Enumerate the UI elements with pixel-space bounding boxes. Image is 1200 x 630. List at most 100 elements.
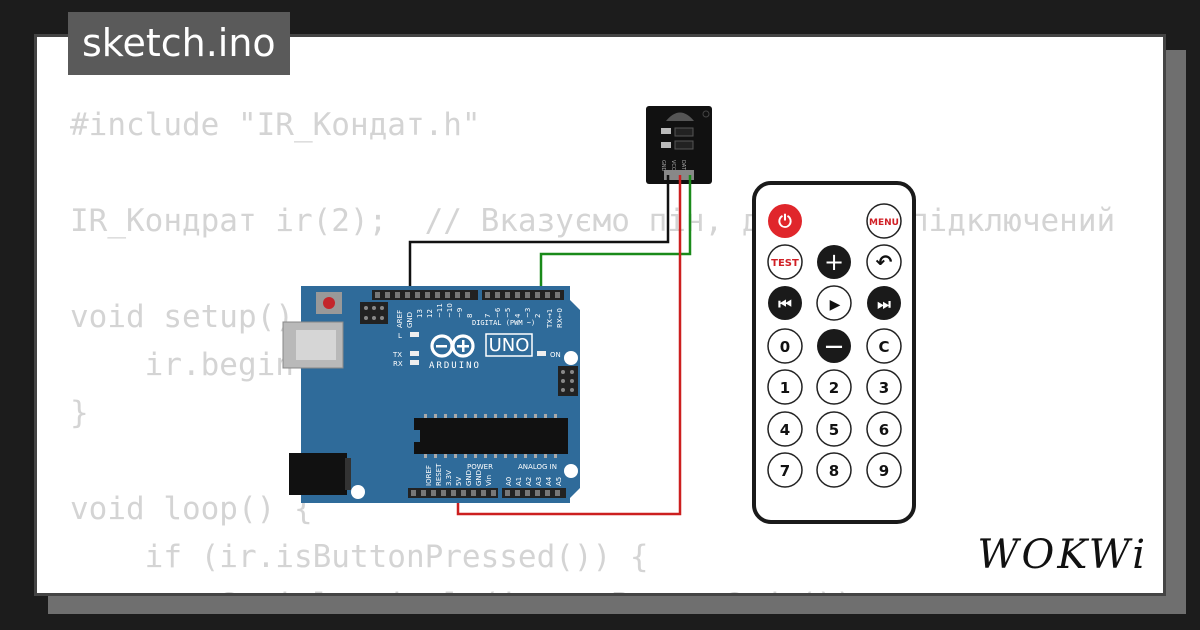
- pin-label: 3.3V: [445, 470, 453, 486]
- pin-label: 8: [466, 314, 474, 318]
- remote-button-8[interactable]: 8: [816, 452, 852, 488]
- pin-label: GND: [465, 470, 473, 486]
- button-label: 5: [829, 421, 839, 439]
- remote-c-button[interactable]: C: [866, 328, 902, 364]
- remote-button-6[interactable]: 6: [866, 411, 902, 447]
- remote-test-button[interactable]: TEST: [767, 244, 803, 280]
- remote-button-0[interactable]: 0: [767, 328, 803, 364]
- wires: [408, 175, 692, 516]
- button-label: 3: [879, 379, 889, 397]
- remote-power-button[interactable]: ⏻: [768, 204, 802, 238]
- remote-prev-button[interactable]: ⏮: [768, 286, 802, 320]
- menu-label: MENU: [869, 218, 899, 228]
- button-label: 0: [780, 338, 790, 356]
- led-label-tx: TX: [392, 351, 402, 359]
- led-tx: [410, 351, 419, 356]
- pin-label: ~9: [456, 308, 464, 318]
- button-label: 8: [829, 462, 839, 480]
- led-label-rx: RX: [393, 360, 403, 368]
- ir-pin-label-vcc: VCC: [670, 160, 676, 171]
- pin-label: AREF: [396, 310, 404, 328]
- pin-label: ~6: [494, 307, 502, 318]
- code-line: Serial.println(ir.getButtonCode());: [70, 581, 1115, 593]
- remote-button-5[interactable]: 5: [816, 411, 852, 447]
- remote-button-9[interactable]: 9: [866, 452, 902, 488]
- pin-label: A5: [555, 477, 563, 486]
- pin-label: 2: [534, 314, 542, 318]
- led-on: [537, 351, 546, 356]
- pin-label: RX←0: [556, 308, 564, 328]
- code-line: void loop() {: [70, 491, 313, 527]
- remote-back-button[interactable]: ↶: [866, 244, 902, 280]
- remote-button-4[interactable]: 4: [767, 411, 803, 447]
- remote-button-3[interactable]: 3: [866, 369, 902, 405]
- play-icon: ▶: [830, 297, 841, 313]
- remote-plus-button[interactable]: +: [817, 245, 851, 279]
- reset-button[interactable]: [323, 297, 335, 309]
- pin-label: 5V: [455, 477, 463, 486]
- ir-receiver-module[interactable]: GND VCC DAT: [646, 106, 712, 184]
- button-label: 2: [829, 379, 839, 397]
- board-model-label: UNO: [489, 335, 530, 356]
- remote-menu-button[interactable]: MENU: [866, 203, 902, 239]
- wire-vcc[interactable]: [456, 175, 682, 516]
- led-label-on: ON: [550, 351, 561, 359]
- project-preview-card: #include "IR_Кондат.h" IR_Кондрат ir(2); …: [34, 34, 1166, 596]
- pin-label: A0: [505, 477, 513, 486]
- back-icon: ↶: [876, 250, 893, 274]
- pin-label: RESET: [435, 463, 443, 486]
- pin-label: 4: [514, 313, 522, 318]
- minus-icon: —: [825, 336, 843, 357]
- remote-next-button[interactable]: ⏭: [867, 286, 901, 320]
- remote-button-7[interactable]: 7: [767, 452, 803, 488]
- test-label: TEST: [771, 258, 799, 269]
- led-rx: [410, 360, 419, 365]
- ir-pin-label-gnd: GND: [660, 160, 666, 172]
- remote-play-button[interactable]: ▶: [816, 285, 852, 321]
- pin-label: ~11: [436, 303, 444, 318]
- power-icon: ⏻: [778, 212, 792, 232]
- pin-label: 7: [484, 314, 492, 318]
- wire-data[interactable]: [539, 175, 692, 296]
- pin-label: GND: [406, 312, 414, 328]
- pin-label: 12: [426, 309, 434, 318]
- button-label: 7: [780, 462, 790, 480]
- remote-button-2[interactable]: 2: [816, 369, 852, 405]
- pin-label: ~10: [446, 303, 454, 318]
- arduino-logo-icon: [430, 334, 475, 358]
- analog-header-label: ANALOG IN: [518, 463, 557, 471]
- pin-label: A4: [545, 476, 553, 486]
- pin-label: GND: [475, 470, 483, 486]
- code-editor: #include "IR_Кондат.h" IR_Кондрат ir(2); …: [70, 101, 1116, 593]
- ir-remote[interactable]: ⏻ MENU TEST + ↶ ⏮: [752, 181, 916, 524]
- pin-label: A3: [535, 477, 543, 486]
- ir-sensor-dome-icon: [666, 112, 694, 121]
- pin-label: ~5: [504, 308, 512, 318]
- arduino-uno-board[interactable]: AREF GND 13 12 ~11 ~10 ~9 8 7 ~6 ~5 4 ~3…: [282, 286, 580, 503]
- pin-label: 13: [416, 309, 424, 318]
- file-tab[interactable]: sketch.ino: [68, 12, 290, 75]
- pin-label: ~3: [524, 308, 532, 318]
- pin-label: Vin: [485, 475, 493, 486]
- digital-header-label: DIGITAL (PWM ~): [472, 319, 535, 327]
- wire-gnd[interactable]: [408, 175, 670, 296]
- board-brand-label: ARDUINO: [429, 361, 481, 371]
- remote-minus-button[interactable]: —: [817, 329, 851, 363]
- code-line: }: [70, 395, 89, 431]
- button-label: C: [878, 338, 889, 356]
- pin-label: TX→1: [546, 309, 554, 329]
- button-label: 4: [780, 421, 790, 439]
- next-icon: ⏭: [877, 295, 891, 313]
- remote-button-1[interactable]: 1: [767, 369, 803, 405]
- pin-label: A2: [525, 477, 533, 486]
- power-jack: [289, 453, 347, 495]
- plus-icon: +: [824, 248, 844, 276]
- code-line: #include "IR_Кондат.h": [70, 107, 481, 143]
- pin-label: A1: [515, 477, 523, 486]
- prev-icon: ⏮: [778, 295, 792, 313]
- pin-label: IOREF: [425, 465, 433, 486]
- led-label-l: L: [398, 332, 402, 340]
- button-label: 1: [780, 379, 790, 397]
- code-line: IR_Кондрат ir(2); // Вказуємо пін, до як…: [70, 203, 1116, 239]
